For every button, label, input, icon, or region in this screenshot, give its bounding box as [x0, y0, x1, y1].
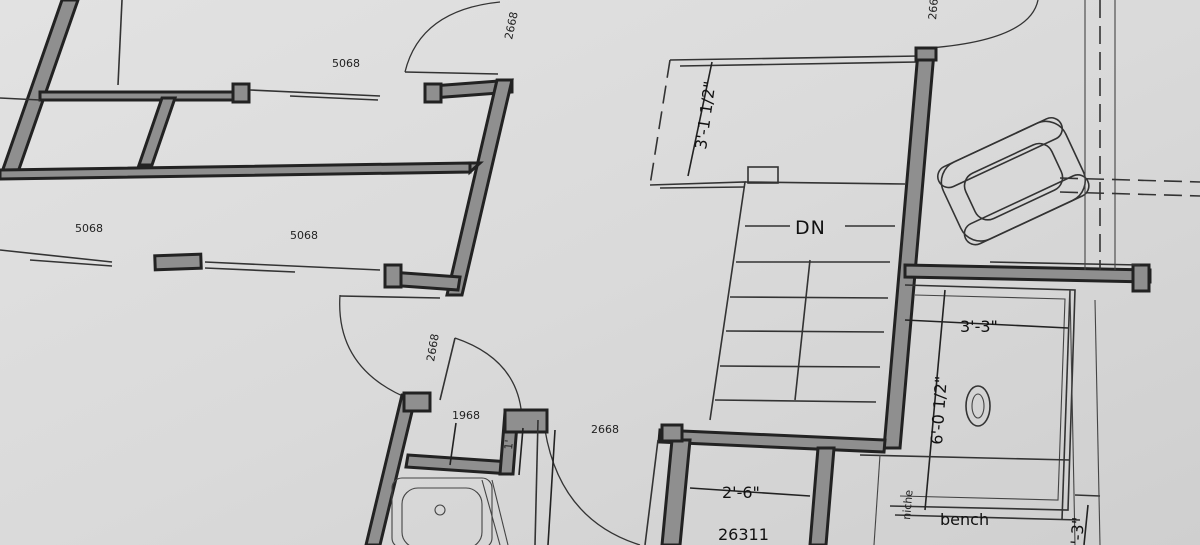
window-tag-center: 5068	[290, 229, 318, 242]
door-tag-top: 2668	[502, 11, 521, 41]
door-tag-mid: 2668	[424, 333, 442, 363]
stair-label: DN	[795, 217, 826, 239]
closet-tag: 26311	[718, 525, 769, 544]
window-tag-top: 5068	[332, 57, 360, 70]
left-window-lines	[0, 0, 381, 273]
dim-closet-width: 2'-6"	[722, 483, 760, 502]
stair-area	[644, 46, 938, 545]
window-tag-left: 5068	[75, 222, 103, 235]
right-column-lines	[1059, 0, 1200, 545]
door-tag-right: 2668	[591, 423, 619, 436]
door-tag-top-right: 2668	[926, 0, 941, 20]
dim-shower-width: 3'-3"	[960, 317, 998, 336]
dim-bottom-right: '-3"	[1067, 516, 1088, 545]
dim-small-hall: 1'	[502, 439, 516, 450]
bench-label: bench	[940, 510, 989, 529]
door-swings	[339, 0, 1039, 545]
armchair-icon	[937, 116, 1090, 246]
niche-label: niche	[900, 489, 916, 520]
shower-area	[859, 261, 1152, 545]
bath-walls	[364, 391, 556, 545]
dim-shower-depth: 6'-0 1/2"	[927, 375, 951, 445]
left-walls	[0, 0, 514, 297]
small-door-tag: 1968	[452, 409, 480, 422]
